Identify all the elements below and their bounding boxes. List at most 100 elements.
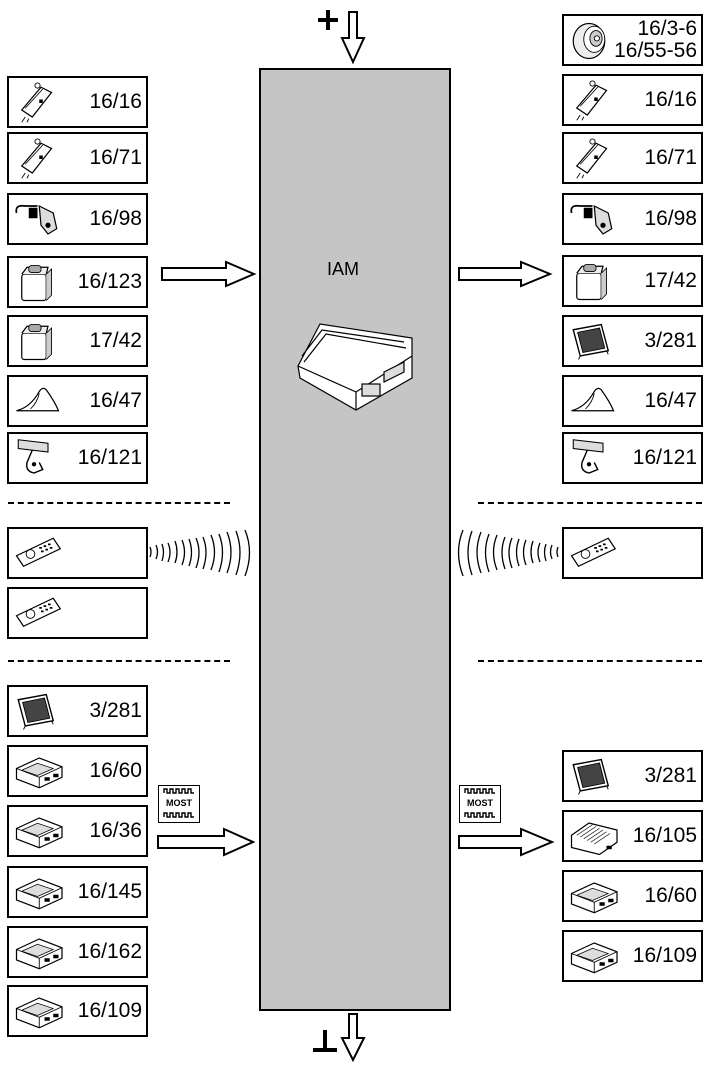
separator-line (478, 502, 702, 504)
iam-module (259, 68, 451, 1011)
infrared-waves-left (149, 529, 251, 577)
infrared-waves-right (457, 529, 559, 577)
control-unit-icon (15, 817, 63, 849)
roof-antenna-icon (571, 387, 615, 412)
most-component-box: 16/145 (7, 866, 148, 918)
most-component-box: 3/281 (562, 750, 703, 802)
component-label: 16/47 (644, 389, 697, 412)
component-label: 16/105 (632, 824, 697, 847)
component-box-right-output: 16/47 (562, 375, 703, 427)
separator-line (8, 502, 230, 504)
most-component-box: 16/162 (7, 926, 148, 978)
component-box-right-output: 16/71 (562, 132, 703, 184)
component-label: 16/162 (77, 940, 142, 963)
remote-control-icon (15, 537, 62, 568)
most-bus-badge: MOST (158, 785, 200, 823)
antenna-module-icon (575, 138, 608, 179)
antenna-module-icon (20, 82, 53, 123)
control-unit-icon (570, 942, 618, 974)
component-label: 16/109 (77, 999, 142, 1022)
component-label: 17/42 (644, 269, 697, 292)
most-component-box: 16/105 (562, 810, 703, 862)
component-label: 3/281 (644, 329, 697, 352)
input-arrow (161, 260, 257, 288)
most-component-box: 16/36 (7, 805, 148, 857)
microphone-module-icon (576, 264, 607, 301)
component-label: 3/281 (644, 764, 697, 787)
component-label: 16/98 (89, 207, 142, 230)
component-box-right-output: 17/42 (562, 255, 703, 307)
most-bus-badge: MOST (459, 785, 501, 823)
component-label: 16/36 (89, 819, 142, 842)
component-box-left-input: 16/123 (7, 256, 148, 308)
component-box-right-output: 3/281 (562, 315, 703, 367)
output-arrow (458, 260, 553, 288)
component-box-left-input: 16/121 (7, 432, 148, 484)
cable-connector-icon (570, 204, 613, 235)
most-component-box: 16/60 (7, 745, 148, 797)
component-box-right-output: 16/98 (562, 193, 703, 245)
display-icon (572, 758, 610, 795)
microphone-module-icon (21, 265, 52, 302)
most-output-arrow (458, 827, 555, 857)
most-label: MOST (467, 798, 493, 808)
control-unit-icon (15, 878, 63, 910)
ground-symbol (313, 1030, 337, 1052)
most-label: MOST (166, 798, 192, 808)
remote-control-box (562, 527, 703, 579)
component-label: 16/71 (89, 146, 142, 169)
control-unit-icon (15, 757, 63, 789)
cable-connector-icon (15, 204, 58, 235)
control-unit-icon (15, 997, 63, 1029)
most-component-box: 3/281 (7, 685, 148, 737)
component-label: 16/98 (644, 207, 697, 230)
antenna-module-icon (20, 138, 53, 179)
component-box-left-input: 16/47 (7, 375, 148, 427)
most-input-arrow (157, 827, 256, 857)
microphone-module-icon (21, 324, 52, 361)
component-label: 16/123 (77, 270, 142, 293)
antenna-module-icon (575, 80, 608, 121)
ground-arrow (340, 1013, 366, 1063)
speaker-icon (572, 22, 606, 60)
component-label: 16/16 (644, 88, 697, 111)
most-component-box: 16/109 (7, 985, 148, 1037)
power-input-arrow (340, 11, 366, 65)
component-label: 16/71 (644, 146, 697, 169)
display-icon (572, 323, 610, 360)
component-label: 16/145 (77, 880, 142, 903)
control-unit-icon (15, 938, 63, 970)
component-label: 16/121 (77, 446, 142, 469)
component-box-right-output: 16/121 (562, 432, 703, 484)
component-label: 16/60 (89, 759, 142, 782)
component-box-left-input: 17/42 (7, 315, 148, 367)
component-label: 16/16 (89, 90, 142, 113)
remote-control-box (7, 587, 148, 639)
remote-control-icon (15, 597, 62, 628)
component-label: 16/60 (644, 884, 697, 907)
component-label: 16/121 (632, 446, 697, 469)
component-label: 16/47 (89, 389, 142, 412)
remote-control-icon (570, 537, 617, 568)
separator-line (8, 660, 230, 662)
component-box-left-input: 16/71 (7, 132, 148, 184)
control-unit-icon (570, 882, 618, 914)
separator-line (478, 660, 702, 662)
component-label: 17/42 (89, 329, 142, 352)
roof-antenna-icon (16, 387, 60, 412)
iam-label: IAM (327, 259, 360, 279)
amplifier-icon (570, 822, 618, 856)
component-label: 3/281 (89, 699, 142, 722)
remote-control-box (7, 527, 148, 579)
most-component-box: 16/109 (562, 930, 703, 982)
component-label: 16/109 (632, 944, 697, 967)
component-box-left-input: 16/16 (7, 76, 148, 128)
window-antenna-icon (572, 439, 604, 474)
window-antenna-icon (17, 439, 49, 474)
display-icon (17, 693, 55, 730)
most-component-box: 16/60 (562, 870, 703, 922)
component-box-right-output: 16/16 (562, 74, 703, 126)
